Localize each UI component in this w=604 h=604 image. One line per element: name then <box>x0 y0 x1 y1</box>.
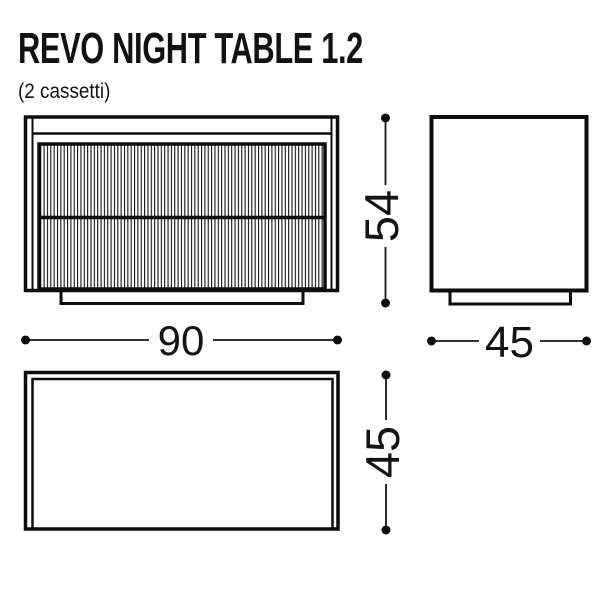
side-plinth <box>448 291 572 306</box>
front-outer-frame <box>23 115 340 293</box>
dim-dot-top <box>381 370 391 380</box>
side-view-drawing <box>429 115 589 306</box>
dim-label-front-height: 54 <box>355 190 408 242</box>
side-outline <box>429 115 589 293</box>
dim-dot-right <box>333 335 342 345</box>
dim-label-plan-depth: 45 <box>356 426 409 478</box>
dim-label-side-depth: 45 <box>485 318 534 367</box>
dim-label-front-width: 90 <box>158 317 205 364</box>
dimension-side-depth: 45 <box>427 318 591 367</box>
dim-dot-bottom <box>381 298 390 308</box>
top-view-drawing <box>23 370 340 531</box>
dim-dot-bottom <box>381 525 391 535</box>
top-inner-edge <box>31 377 334 528</box>
dim-dot-right <box>582 336 591 346</box>
page-title: REVO NIGHT TABLE 1.2 <box>18 24 363 73</box>
dimension-front-width: 90 <box>21 317 342 364</box>
top-outline <box>23 370 340 531</box>
front-plinth <box>59 291 305 305</box>
dimension-front-height: 54 <box>355 113 408 308</box>
dim-dot-left <box>427 336 436 346</box>
page-subtitle: (2 cassetti) <box>18 80 111 103</box>
front-view-drawing <box>23 115 340 305</box>
dim-dot-left <box>21 335 30 345</box>
dimension-plan-depth: 45 <box>356 370 409 535</box>
dim-dot-top <box>381 113 390 123</box>
